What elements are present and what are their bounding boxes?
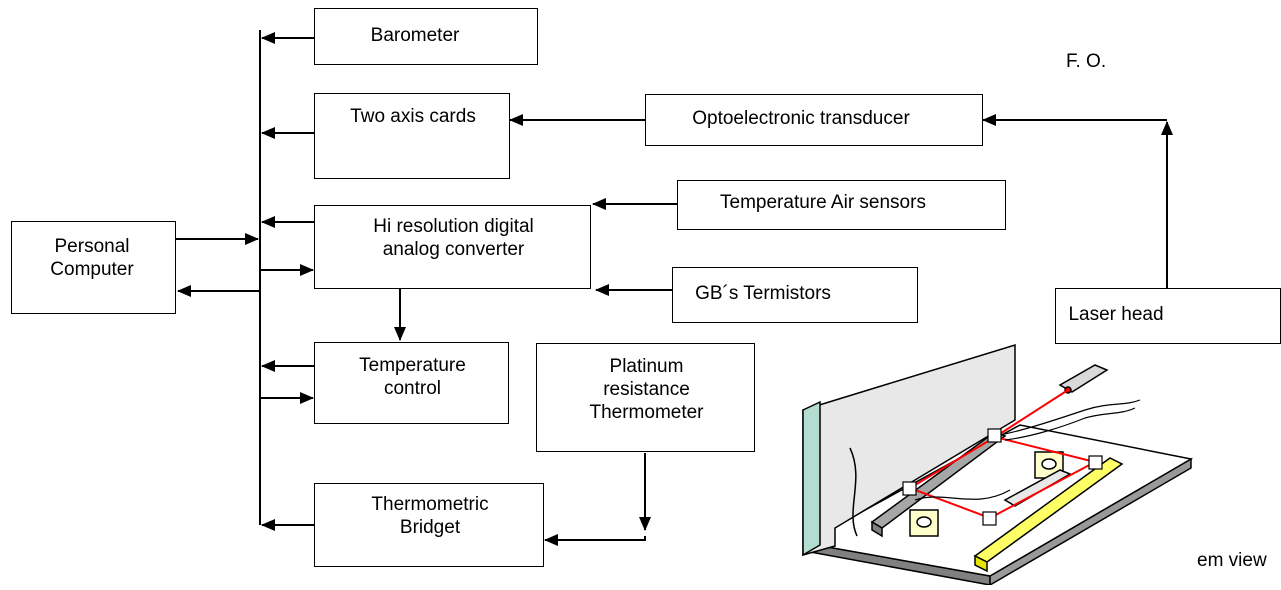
reflector-cube-4: [1088, 455, 1103, 470]
fo-label: F. O.: [1066, 51, 1107, 72]
optoelectronic-transducer-label: Optoelectronic transducer: [692, 108, 910, 129]
temperature-control-label: Temperature control: [359, 355, 466, 399]
thermometric-bridget-label: Thermometric Bridget: [371, 494, 489, 538]
fiber-cable-2: [1004, 407, 1136, 441]
reflector-cube-2: [902, 481, 917, 496]
hi-resolution-converter-box: Hi resolution digital analog converter: [314, 205, 591, 289]
barometer-label: Barometer: [370, 25, 460, 46]
arrow-platinum-to-bridget: [544, 534, 646, 546]
thermometric-bridget-box: Thermometric Bridget: [314, 483, 544, 567]
two-axis-cards-label: Two axis cards: [350, 106, 476, 127]
mirror-block-right-hole: [1041, 458, 1057, 470]
gb-termistors-label: GB´s Termistors: [695, 283, 831, 304]
reflector-cube-3: [982, 511, 997, 526]
optoelectronic-transducer-box: Optoelectronic transducer: [645, 94, 983, 146]
laser-head-box: Laser head: [1055, 288, 1281, 344]
system-view-caption: em view: [1197, 550, 1267, 571]
laser-head-label: Laser head: [1068, 304, 1164, 325]
personal-computer-box: Personal Computer: [11, 221, 176, 314]
personal-computer-label: Personal Computer: [50, 236, 134, 280]
temperature-air-sensors-label: Temperature Air sensors: [720, 192, 926, 213]
laser-beam: [907, 389, 1098, 520]
gb-termistors-box: GB´s Termistors: [672, 267, 918, 323]
platinum-thermometer-box: Platinum resistance Thermometer: [536, 343, 755, 452]
yellow-rail-end: [974, 554, 988, 573]
two-axis-cards-box: Two axis cards: [314, 93, 510, 179]
temperature-control-box: Temperature control: [314, 342, 509, 424]
wall-edge: [802, 400, 821, 557]
platinum-thermometer-label: Platinum resistance Thermometer: [589, 356, 704, 423]
mirror-block-left-hole: [916, 516, 932, 528]
barometer-box: Barometer: [314, 8, 538, 65]
system-illustration: [802, 343, 1194, 585]
reflector-cube-1: [987, 428, 1002, 443]
wall-curve: [849, 447, 858, 537]
fiber-cable-1: [999, 399, 1141, 436]
temperature-air-sensors-box: Temperature Air sensors: [677, 180, 1006, 230]
hi-resolution-converter-label: Hi resolution digital analog converter: [373, 216, 534, 260]
sample-bar: [1003, 469, 1072, 507]
gray-bar-end: [871, 520, 883, 538]
fiber-cable-3: [914, 489, 1011, 501]
